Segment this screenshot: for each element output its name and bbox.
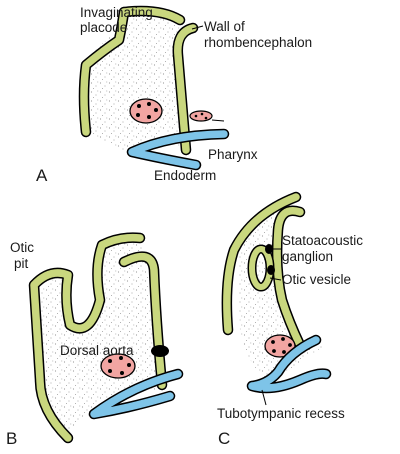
label-statoacoustic: Statoacoustic — [282, 233, 363, 248]
dorsal-aorta — [264, 334, 296, 358]
label-placode: placode — [80, 20, 127, 35]
invaginating-placode — [78, 5, 186, 138]
rhombencephalon-wall — [221, 191, 302, 336]
mesenchyme-region — [40, 239, 162, 430]
panel-letter-c: C — [218, 429, 230, 448]
label-otic: Otic — [10, 240, 34, 255]
label-dorsal-aorta: Dorsal aorta — [60, 343, 134, 358]
endoderm-layer — [88, 368, 184, 420]
rhombencephalon-wall-inner — [271, 205, 306, 351]
pharynx-pouch — [189, 110, 213, 122]
pharynx-pouch — [151, 345, 169, 357]
rhombencephalon-wall — [172, 22, 199, 156]
mesenchyme-region — [238, 198, 325, 382]
label-endoderm: Endoderm — [154, 168, 216, 183]
endoderm-layer — [126, 128, 230, 171]
dorsal-aorta — [129, 98, 163, 124]
label-invaginating: Invaginating — [80, 5, 153, 20]
label-tubotympanic-recess: Tubotympanic recess — [217, 406, 345, 421]
label-ganglion: ganglion — [282, 249, 333, 264]
tubotympanic-recess — [246, 334, 332, 394]
panel-c: Statoacoustic ganglion Otic vesicle Tubo… — [217, 191, 363, 448]
label-pharynx: Pharynx — [208, 147, 258, 162]
label-wall-of: Wall of — [204, 19, 245, 34]
otic-pit-wall — [28, 232, 146, 444]
statoacoustic-ganglion — [265, 244, 275, 275]
dorsal-aorta — [100, 353, 136, 379]
panel-a: Invaginating placode Wall of rhombenceph… — [36, 5, 312, 185]
label-rhombencephalon: rhombencephalon — [204, 35, 312, 50]
panel-letter-b: B — [6, 429, 17, 448]
label-otic-vesicle: Otic vesicle — [282, 272, 351, 287]
panel-b: Otic pit Dorsal aorta B — [6, 232, 184, 448]
label-pit: pit — [14, 256, 29, 271]
panel-letter-a: A — [36, 166, 48, 185]
